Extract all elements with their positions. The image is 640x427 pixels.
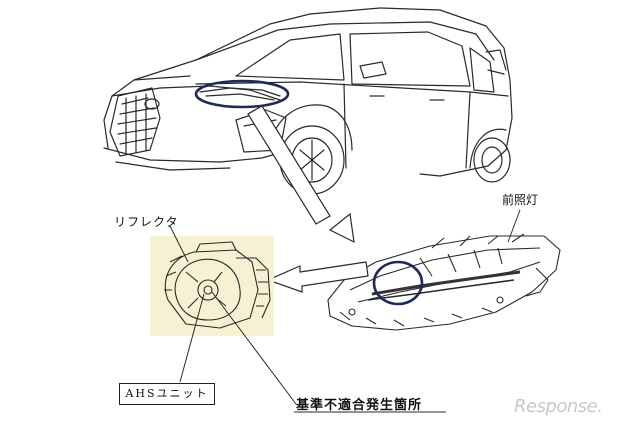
response-watermark: Response. <box>514 396 603 417</box>
headlamp-assembly-drawing <box>327 233 561 331</box>
reflector-leader-line <box>169 225 189 263</box>
car-illustration <box>103 7 513 195</box>
arrow-headlamp-to-detail <box>266 261 369 293</box>
ahs-unit-leader-line <box>179 293 205 383</box>
ahs-unit-drawing <box>164 241 271 329</box>
reflector-label: リフレクタ <box>114 215 179 229</box>
nonconformity-site-label: 基準不適合発生箇所 <box>296 398 423 413</box>
nonconformity-leader-line <box>211 291 297 405</box>
arrow-car-to-headlamp <box>247 105 355 244</box>
headlamp-label: 前照灯 <box>502 193 539 207</box>
headlamp-leader-line <box>507 209 521 243</box>
ahs-highlight-circle <box>372 260 424 306</box>
ahs-unit-label: AHSユニット <box>119 383 215 405</box>
headlamp-highlight-ellipse-car <box>194 79 290 109</box>
